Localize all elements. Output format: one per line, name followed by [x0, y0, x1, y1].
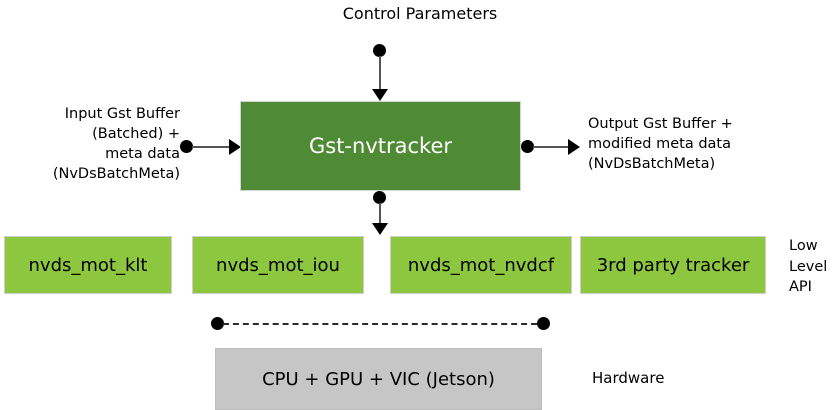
- low-level-connector-line: [378, 203, 381, 226]
- hardware-block[interactable]: CPU + GPU + VIC (Jetson): [215, 348, 542, 410]
- low-level-box-label: 3rd party tracker: [596, 254, 750, 276]
- low-level-box-nvds-mot-nvdcf[interactable]: nvds_mot_nvdcf: [390, 236, 572, 294]
- low-level-box-nvds-mot-iou[interactable]: nvds_mot_iou: [192, 236, 364, 294]
- output-connector-dot: [521, 140, 534, 153]
- low-level-connector-dot: [373, 191, 386, 204]
- hardware-dashed-connector: [223, 323, 537, 325]
- input-arrow-icon: [229, 138, 241, 155]
- input-gst-buffer-label: Input Gst Buffer (Batched) + meta data (…: [52, 106, 180, 182]
- low-level-box-label: nvds_mot_iou: [216, 254, 340, 276]
- output-arrow-icon: [568, 138, 580, 155]
- control-parameters-arrow-icon: [371, 89, 388, 101]
- output-connector-line: [533, 145, 571, 148]
- control-parameters-label: Control Parameters: [342, 4, 498, 23]
- low-level-box-nvds-mot-klt[interactable]: nvds_mot_klt: [4, 236, 172, 294]
- low-level-api-label: Low Level API: [789, 238, 828, 295]
- input-connector-dot: [180, 140, 193, 153]
- output-gst-buffer-label: Output Gst Buffer + modified meta data (…: [588, 116, 733, 172]
- hardware-block-label: CPU + GPU + VIC (Jetson): [262, 368, 495, 390]
- gst-nvtracker-label: Gst-nvtracker: [308, 134, 452, 158]
- low-level-box-label: nvds_mot_nvdcf: [407, 254, 555, 276]
- hardware-connector-dot-left: [211, 317, 224, 330]
- hardware-connector-dot-right: [537, 317, 550, 330]
- low-level-arrow-icon: [371, 223, 388, 235]
- control-parameters-connector-line: [378, 56, 381, 93]
- low-level-box-3rd-party-tracker[interactable]: 3rd party tracker: [580, 236, 766, 294]
- low-level-box-label: nvds_mot_klt: [28, 254, 148, 276]
- gst-nvtracker-block[interactable]: Gst-nvtracker: [240, 101, 521, 191]
- hardware-side-label: Hardware: [592, 369, 665, 387]
- input-connector-line: [192, 145, 232, 148]
- control-parameters-connector-dot: [373, 44, 386, 57]
